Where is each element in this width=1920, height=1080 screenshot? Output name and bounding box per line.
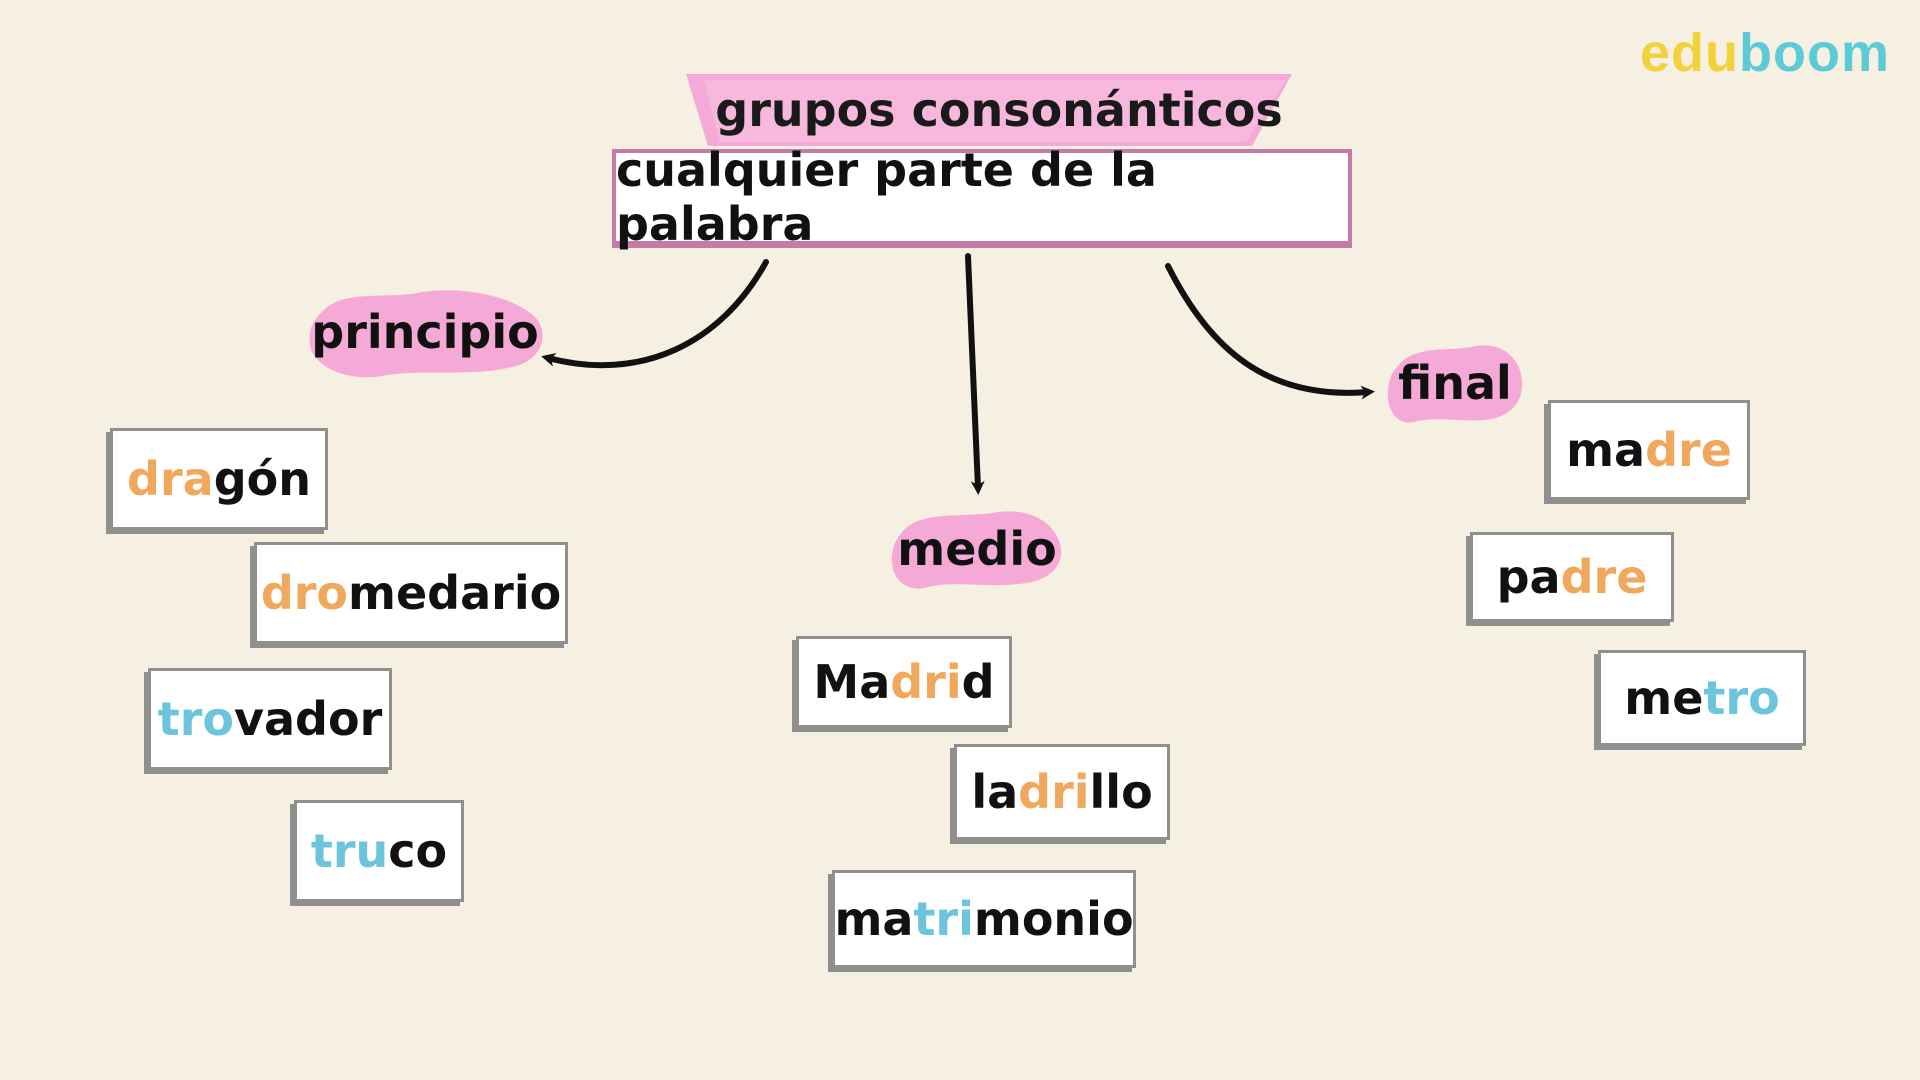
category-medio: medio	[888, 504, 1066, 594]
consonant-group: tro	[157, 692, 235, 746]
consonant-group: tro	[1703, 671, 1780, 725]
title-banner-shape	[686, 74, 1292, 146]
label-principio: principio	[311, 305, 539, 359]
word-pre: me	[1624, 671, 1704, 725]
word-post: llo	[1089, 765, 1153, 819]
word-post: medario	[348, 566, 562, 620]
logo-part-boom: boom	[1739, 23, 1890, 83]
consonant-group: dra	[127, 452, 214, 506]
pink-blob-shape	[891, 511, 1062, 589]
page-title: grupos consonánticos	[715, 83, 1283, 137]
word-post: vador	[234, 692, 383, 746]
consonant-group: dro	[260, 566, 349, 620]
word-pre: Ma	[813, 655, 891, 709]
label-final: final	[1398, 356, 1512, 410]
subtitle-box: cualquier parte de la palabra	[612, 143, 1352, 251]
word-pre: la	[971, 765, 1019, 819]
consonant-group: dri	[1018, 765, 1090, 819]
arrow-to-final	[1165, 263, 1375, 400]
arrow-to-medio	[965, 253, 985, 495]
word-post: monio	[973, 892, 1134, 946]
subtitle: cualquier parte de la palabra	[616, 143, 1157, 251]
consonant-group: dre	[1645, 423, 1732, 477]
word-pre: ma	[834, 892, 914, 946]
arrow-to-principio	[541, 259, 769, 369]
pink-blob-shape	[309, 290, 543, 378]
word-pre: pa	[1496, 550, 1561, 604]
word-post: d	[961, 655, 995, 709]
title-banner: grupos consonánticos	[686, 72, 1292, 148]
word-post: gón	[213, 452, 311, 506]
word-post: co	[388, 824, 448, 878]
category-principio: principio	[302, 282, 548, 382]
consonant-group: tri	[913, 892, 974, 946]
consonant-group: tru	[310, 824, 389, 878]
consonant-group: dri	[890, 655, 962, 709]
label-medio: medio	[897, 522, 1057, 576]
consonant-group: dre	[1560, 550, 1648, 604]
logo-part-edu: edu	[1640, 23, 1740, 83]
pink-blob-shape	[1387, 345, 1523, 423]
category-final: final	[1384, 338, 1526, 428]
eduboom-logo: eduboom	[1640, 22, 1890, 84]
word-pre: ma	[1566, 423, 1646, 477]
